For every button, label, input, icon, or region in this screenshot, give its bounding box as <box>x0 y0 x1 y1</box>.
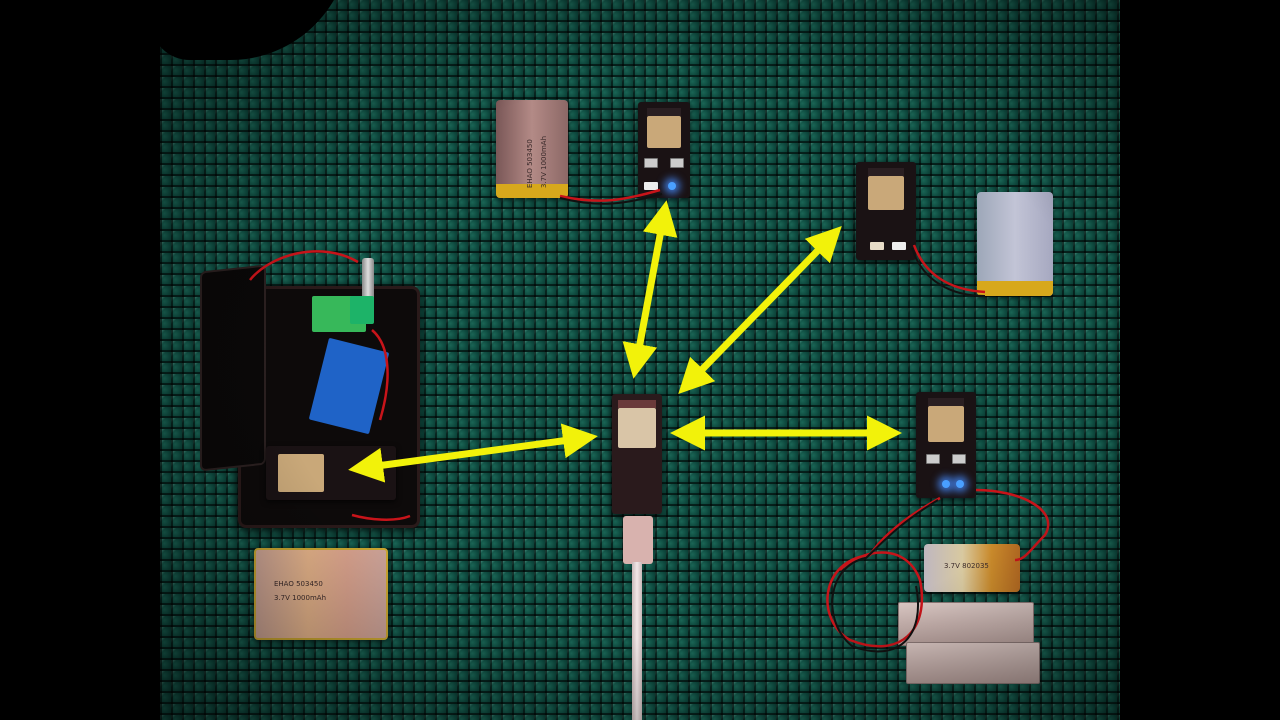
vignette <box>160 0 1120 720</box>
